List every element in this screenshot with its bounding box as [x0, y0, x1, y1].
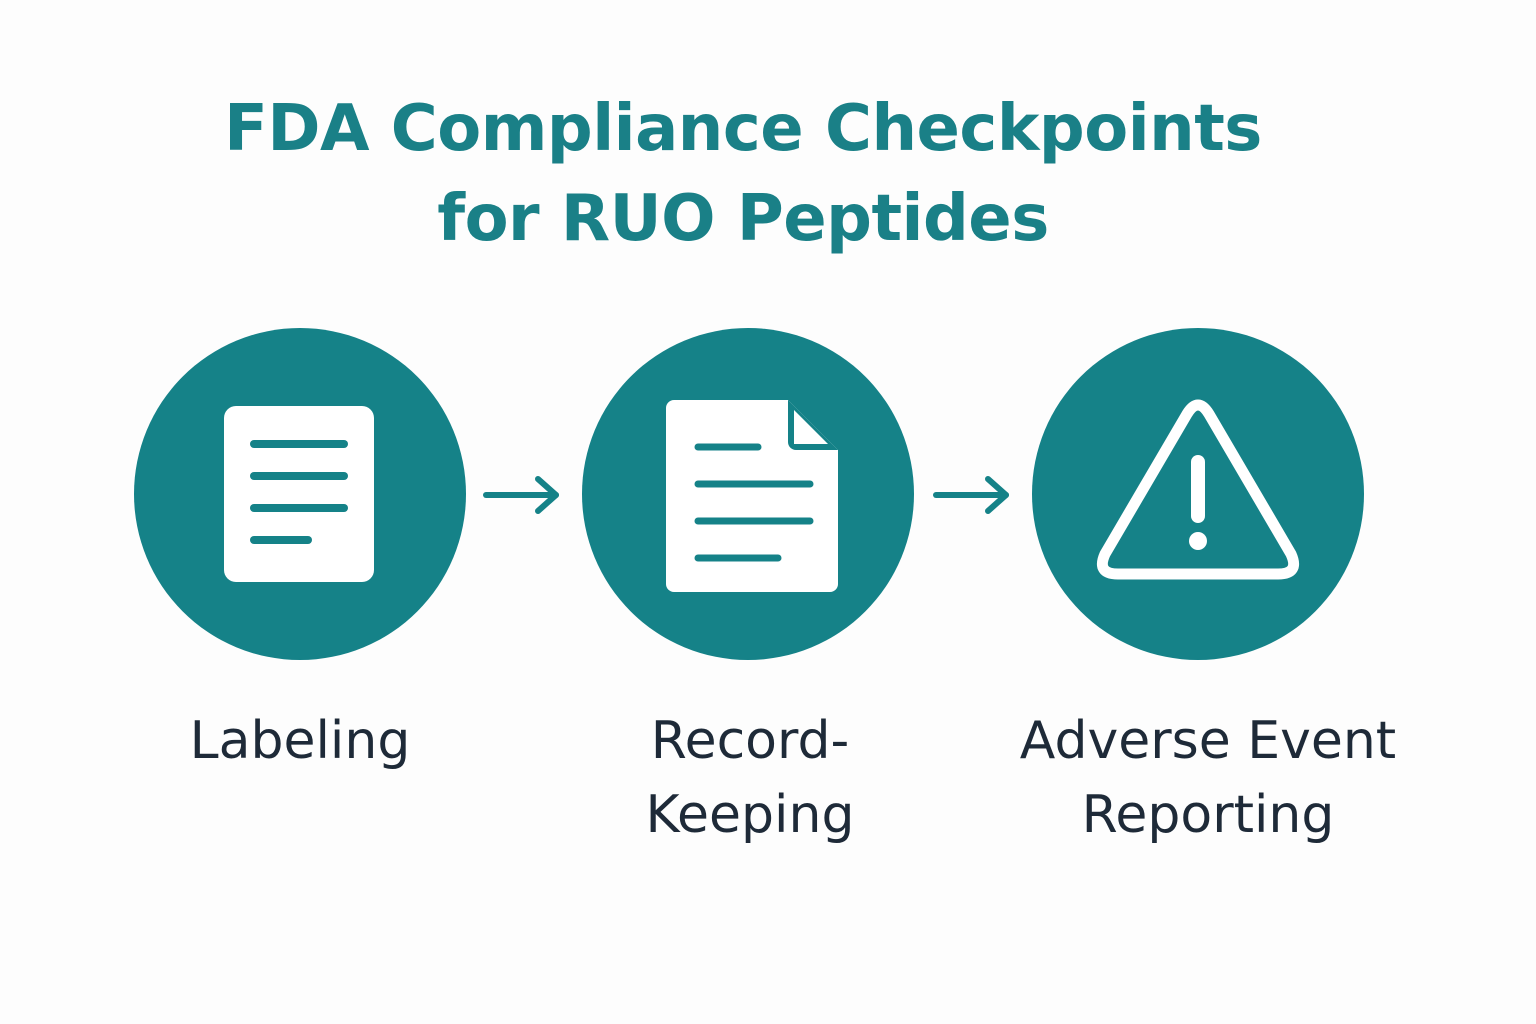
diagram-title: FDA Compliance Checkpoints for RUO Pepti… — [0, 84, 1486, 264]
step-record-keeping-circle — [582, 328, 914, 660]
title-line-2: for RUO Peptides — [437, 182, 1049, 256]
arrow-right-icon — [483, 476, 559, 514]
step-adverse-event-circle — [1032, 328, 1364, 660]
step-adverse-event-label: Adverse Event Reporting — [998, 704, 1418, 852]
step-adverse-event-label-line-1: Adverse Event — [1019, 711, 1397, 771]
step-adverse-event-label-line-2: Reporting — [1081, 785, 1335, 845]
step-record-keeping-label: Record- Keeping — [540, 704, 960, 852]
arrow-right-icon — [933, 476, 1009, 514]
step-labeling-label-line-1: Labeling — [189, 711, 411, 771]
step-record-keeping-label-line-1: Record- — [650, 711, 850, 771]
step-labeling-label: Labeling — [90, 704, 510, 778]
step-record-keeping-label-line-2: Keeping — [645, 785, 855, 845]
document-lines-icon — [224, 406, 374, 582]
step-labeling-circle — [134, 328, 466, 660]
file-folded-corner-icon — [666, 400, 838, 592]
title-line-1: FDA Compliance Checkpoints — [224, 92, 1262, 166]
warning-triangle-icon — [1096, 399, 1300, 580]
